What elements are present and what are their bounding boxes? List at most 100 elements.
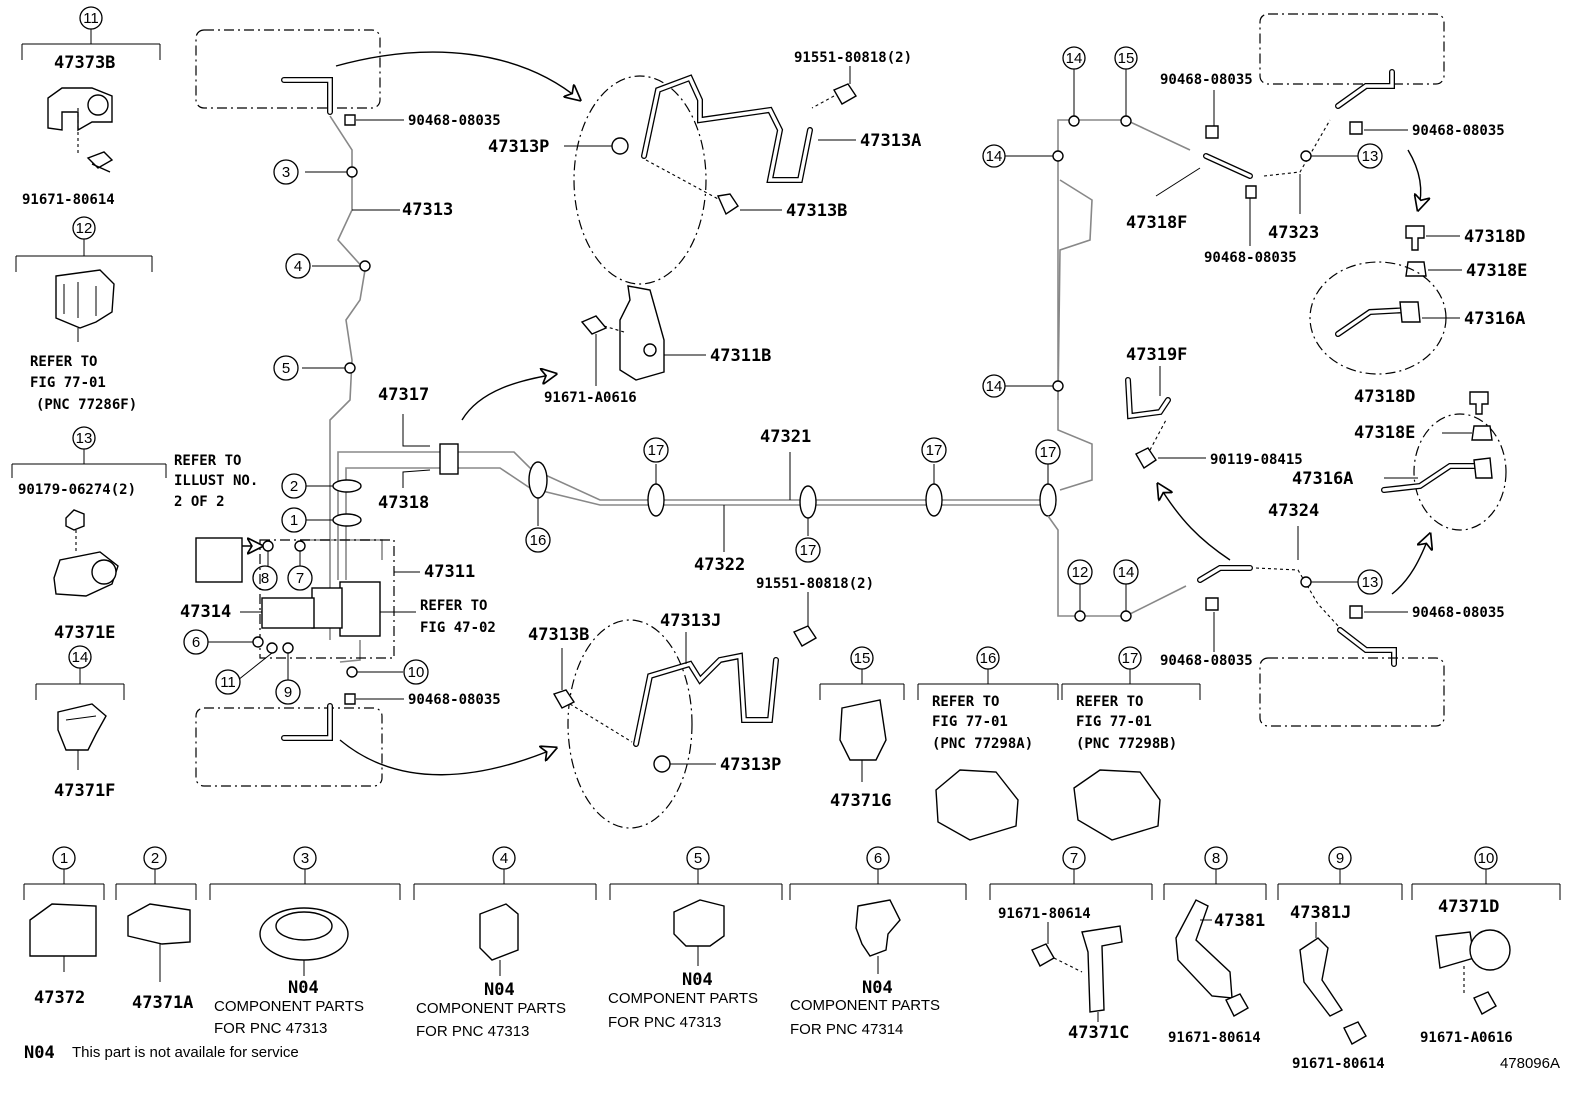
callout-17-map-d: 17: [1040, 444, 1057, 461]
part-90468-08035-e: 90468-08035: [1204, 250, 1297, 266]
n04-4: N04: [484, 980, 515, 1000]
callout-15-a: 15: [854, 650, 871, 667]
part-47318E-b: 47318E: [1354, 423, 1415, 443]
callout-17-map-a: 17: [648, 442, 665, 459]
bolt-icon: [86, 151, 114, 173]
callout-7-map: 7: [296, 570, 304, 587]
callout-17-map-b: 17: [800, 542, 817, 559]
part-47323: 47323: [1268, 223, 1319, 243]
note-for-pnc-47313-a: FOR PNC 47313: [214, 1020, 327, 1037]
callout-13-c: 13: [1362, 574, 1379, 591]
callout-14-b: 14: [1066, 50, 1083, 67]
note-for-pnc-47313-b: FOR PNC 47313: [416, 1023, 529, 1040]
bolt-47318D-a-icon: [1405, 225, 1425, 251]
clip-77298B-icon: [1073, 769, 1161, 841]
clip-47371G-icon: [839, 699, 887, 761]
callout-17-a: 17: [1122, 650, 1139, 667]
callout-10: 10: [1478, 850, 1495, 867]
callout-3-map: 3: [282, 164, 290, 181]
part-91671-A0616-b: 91671-A0616: [1420, 1030, 1513, 1046]
part-47381J: 47381J: [1290, 903, 1351, 923]
part-47313P-a: 47313P: [488, 137, 549, 157]
part-91671-80614-c: 91671-80614: [1168, 1030, 1261, 1046]
clip-47371A-icon: [127, 903, 191, 945]
callout-13-b: 13: [1362, 148, 1379, 165]
part-47371G: 47371G: [830, 791, 891, 811]
part-47319F: 47319F: [1126, 345, 1187, 365]
callout-14-e: 14: [1118, 564, 1135, 581]
front-hose-upper: 47313P 47313B 91551-80818(2) 47313A: [488, 50, 921, 285]
callout-11: 11: [83, 10, 99, 27]
part-90179-06274: 90179-06274(2): [18, 482, 136, 498]
part-47313: 47313: [402, 200, 453, 220]
ref-pnc-77298A: (PNC 77298A): [932, 736, 1033, 752]
bracket-47381J-icon: [1299, 937, 1344, 1017]
ref-refer-to-d: REFER TO: [932, 694, 999, 710]
ref-2-of-2: 2 OF 2: [174, 494, 225, 510]
actuator-body-icon: [339, 581, 381, 637]
part-90468-08035-b: 90468-08035: [408, 692, 501, 708]
callout-17-map-c: 17: [926, 442, 943, 459]
clip-47318E-a-icon: [1405, 261, 1427, 277]
part-91671-80614-a: 91671-80614: [22, 192, 115, 208]
footnote-code: N04: [24, 1043, 55, 1063]
part-47316A-b: 47316A: [1292, 469, 1353, 489]
ref-pnc-77298B: (PNC 77298B): [1076, 736, 1177, 752]
footnote-text: This part is not availale for service: [72, 1044, 299, 1061]
n04-6: N04: [862, 978, 893, 998]
part-47311: 47311: [424, 562, 475, 582]
note-component-parts-4: COMPONENT PARTS: [416, 1000, 566, 1017]
callout-6-map: 6: [192, 634, 200, 651]
ref-fig-77-01-b: FIG 77-01: [932, 714, 1008, 730]
bolt-91551-a-icon: [833, 83, 857, 105]
part-91551-80818-b: 91551-80818(2): [756, 576, 874, 592]
part-47316A-a: 47316A: [1464, 309, 1525, 329]
n04-3: N04: [288, 978, 319, 998]
part-47371C: 47371C: [1068, 1023, 1129, 1043]
clip-12-icon: [55, 269, 115, 329]
clip-47318E-b-icon: [1471, 425, 1493, 441]
part-90468-08035-c: 90468-08035: [1160, 72, 1253, 88]
ref-fig-47-02: FIG 47-02: [420, 620, 496, 636]
group-15: 15 47371G: [819, 646, 905, 811]
group-12: 12 REFER TO FIG 77-01 (PNC 77286F): [15, 216, 153, 413]
diagram-id: 478096A: [1500, 1055, 1560, 1072]
group-14-left: 14 47371F: [35, 645, 125, 801]
ref-illust-no: ILLUST NO.: [174, 473, 258, 489]
note-for-pnc-47314: FOR PNC 47314: [790, 1021, 903, 1038]
group-11: 11 47373B 91671-80614: [21, 6, 161, 208]
clip-77298A-icon: [935, 769, 1019, 841]
part-90468-08035-f: 90468-08035: [1412, 605, 1505, 621]
callout-10-map: 10: [408, 664, 425, 681]
part-90468-08035-a: 90468-08035: [408, 113, 501, 129]
part-47322: 47322: [694, 555, 745, 575]
front-left-area: 90468-08035 3 4 5 47313 47317 47318 2 1 …: [174, 29, 1040, 787]
callout-2-map: 2: [290, 478, 298, 495]
ref-pnc-77286F: (PNC 77286F): [36, 397, 137, 413]
n04-5: N04: [682, 970, 713, 990]
nut-icon: [65, 509, 85, 531]
part-47317: 47317: [378, 385, 429, 405]
bolt-90119-icon: [1135, 447, 1157, 469]
callout-6: 6: [874, 850, 882, 867]
part-91551-80818-a: 91551-80818(2): [794, 50, 912, 66]
part-47318F: 47318F: [1126, 213, 1187, 233]
part-47313B-b: 47313B: [528, 625, 589, 645]
ref-refer-to-a: REFER TO: [30, 354, 97, 370]
ref-refer-to-c: REFER TO: [420, 598, 487, 614]
part-47371D: 47371D: [1438, 897, 1499, 917]
part-47318D-a: 47318D: [1464, 227, 1525, 247]
bolt-91671-a0616-icon: [580, 315, 608, 335]
bolt-47318D-b-icon: [1469, 391, 1489, 415]
clip-4-icon: [479, 903, 519, 961]
callout-14-c: 14: [986, 148, 1003, 165]
part-47371E: 47371E: [54, 623, 115, 643]
clamp-47371D-icon: [1435, 931, 1475, 969]
reference-box: [195, 537, 243, 583]
part-47313A: 47313A: [860, 131, 921, 151]
union-fitting-icon: [439, 443, 459, 475]
callout-15-b: 15: [1118, 50, 1135, 67]
part-90119-08415: 90119-08415: [1210, 452, 1303, 468]
note-component-parts-6: COMPONENT PARTS: [790, 997, 940, 1014]
